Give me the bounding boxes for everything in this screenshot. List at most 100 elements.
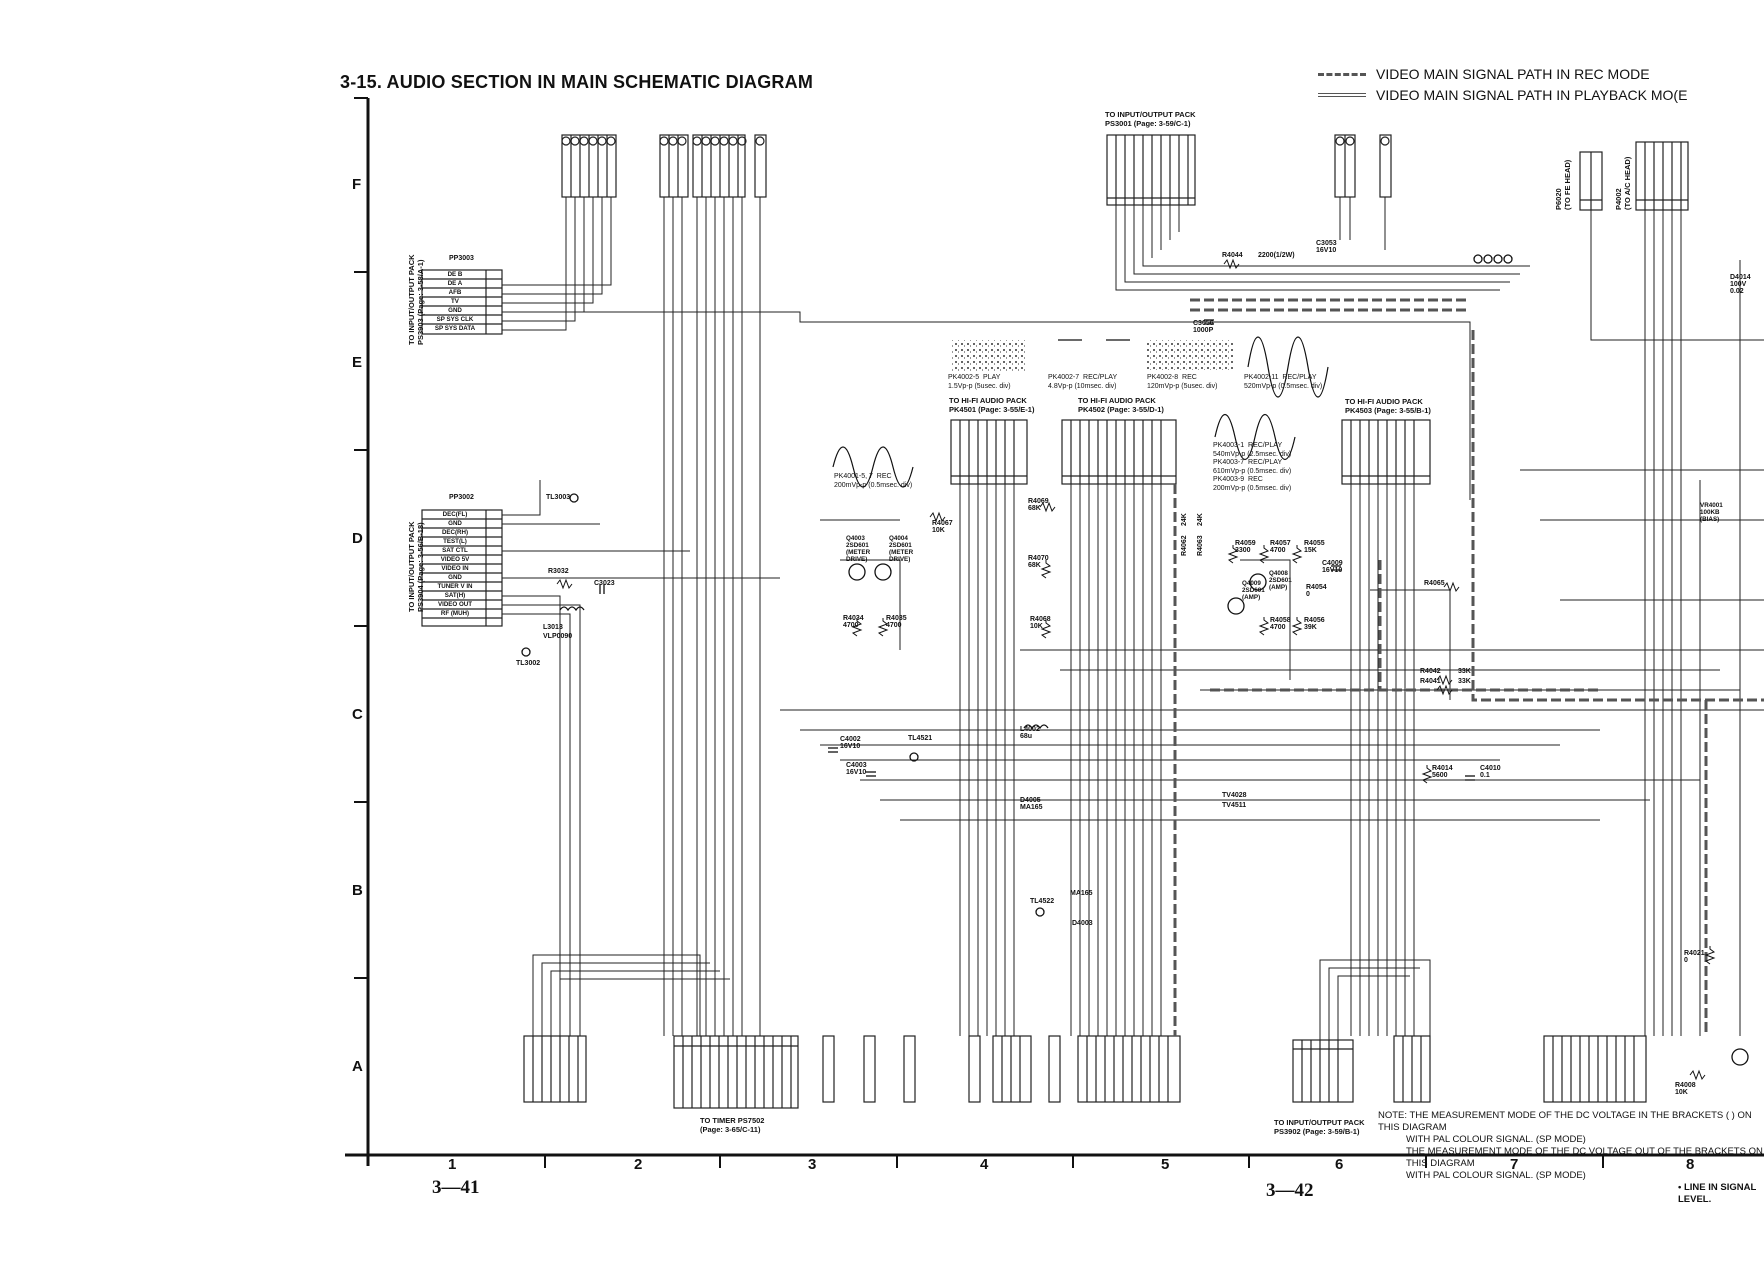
ps3001-label: TO INPUT/OUTPUT PACK — [1105, 110, 1196, 119]
row-label-a: A — [352, 1058, 363, 1075]
pin-sat-h: SAT(H) — [444, 592, 466, 599]
playback-path-swatch — [1318, 93, 1366, 97]
pk4502-pack-label: TO HI-FI AUDIO PACK PK4502 (Page: 3-55/D… — [1078, 396, 1164, 414]
ma165-label: MA165 — [1070, 890, 1093, 897]
column-label-6: 6 — [1335, 1156, 1344, 1173]
row-label-e: E — [352, 354, 363, 371]
connector-top-5 — [1334, 134, 1356, 198]
connector-top-1 — [561, 134, 617, 198]
d4014-label: D4014 100V 0.02 — [1730, 274, 1751, 295]
connector-ps3001 — [1106, 134, 1196, 206]
r3032-label: R3032 — [548, 568, 569, 575]
pin-tuner-v-in: TUNER V IN — [437, 583, 473, 590]
q4009-label: Q4009 2SD601 (AMP) — [1242, 580, 1265, 601]
measurement-note: NOTE: THE MEASUREMENT MODE OF THE DC VOL… — [1378, 1110, 1764, 1206]
connector-top-3 — [692, 134, 747, 198]
c4003-label: C4003 16V10 — [846, 762, 867, 776]
ps7502-page: (Page: 3-65/C-11) — [700, 1125, 761, 1134]
ps3001-pack-label: TO INPUT/OUTPUT PACK PS3001 (Page: 3-59/… — [1105, 110, 1196, 128]
note-line-5: • LINE IN SIGNAL LEVEL. — [1678, 1182, 1757, 1205]
column-label-5: 5 — [1161, 1156, 1170, 1173]
transistors — [848, 563, 1749, 1066]
row-label-d: D — [352, 530, 363, 547]
pp3003-pack-label: TO INPUT/OUTPUT PACK PS3903 (Page: 3-58/… — [407, 254, 425, 345]
fe-head-name: P6020 — [1554, 188, 1563, 210]
capacitors — [521, 254, 1513, 917]
legend-rec: VIDEO MAIN SIGNAL PATH IN REC MODE — [1318, 66, 1650, 82]
pin-gnd: GND — [448, 307, 462, 314]
pp3002-pack-label: TO INPUT/OUTPUT PACK PS3904 (Page: 3-56/… — [407, 521, 425, 612]
c3053-label: C3053 16V10 — [1316, 240, 1337, 254]
note-line-1: NOTE: THE MEASUREMENT MODE OF THE DC VOL… — [1378, 1110, 1752, 1133]
r4056-label: R4056 39K — [1304, 617, 1325, 631]
q4009-symbol — [1249, 573, 1267, 591]
page-title: 3-15. AUDIO SECTION IN MAIN SCHEMATIC DI… — [340, 72, 814, 92]
vr4001-label: VR4001 100KB (BIAS) — [1700, 502, 1723, 523]
r4057-label: R4057 4700 — [1270, 540, 1291, 554]
pin-gnd-2: GND — [448, 574, 462, 581]
q4003-symbol — [848, 563, 866, 581]
pin-video-out: VIDEO OUT — [437, 601, 473, 608]
tl3003-label: TL3003 — [546, 494, 571, 501]
r4070-label: R4070 68K — [1028, 555, 1049, 569]
q4004-label: Q4004 2SD601 (METER DRIVE) — [889, 535, 914, 563]
wiring — [502, 197, 1764, 1040]
c3056-label: C3056 1000P — [1193, 320, 1214, 334]
r4008-label: R4008 10K — [1675, 1082, 1696, 1096]
q4008-symbol — [1227, 597, 1245, 615]
r4054-label: R4054 0 — [1306, 584, 1327, 598]
connector-top-2 — [659, 134, 689, 198]
row-label-b: B — [352, 882, 363, 899]
r4059-label: R4059 3300 — [1235, 540, 1256, 554]
r4044-label: R4044 — [1222, 252, 1243, 259]
pin-de-b: DE B — [447, 271, 463, 278]
r4042-label: R4042 — [1420, 668, 1441, 675]
signal-paths — [1173, 298, 1764, 1036]
tv4511-label: TV4511 — [1222, 802, 1247, 809]
ps3902-label: TO INPUT/OUTPUT PACK — [1274, 1118, 1365, 1127]
pp3003-label: TO INPUT/OUTPUT PACK — [407, 254, 416, 345]
pp3002-name: PP3002 — [449, 494, 474, 501]
column-label-3: 3 — [808, 1156, 817, 1173]
connector-top-4 — [754, 134, 767, 198]
pp3002-label: TO INPUT/OUTPUT PACK — [407, 521, 416, 612]
waveform-caption-5: PK4001-5, 7 REC 200mVp-p (0.5msec. div) — [834, 473, 913, 489]
note-line-2: WITH PAL COLOUR SIGNAL. (SP MODE) — [1406, 1134, 1586, 1145]
r4062-label: R4062 — [1181, 535, 1188, 556]
tl4522-point — [1035, 907, 1045, 917]
ac-head-text: (TO A/C HEAD) — [1623, 156, 1632, 210]
note-line-3: THE MEASUREMENT MODE OF THE DC VOLTAGE O… — [1406, 1146, 1763, 1169]
page-number-right: 3—42 — [1266, 1180, 1314, 1201]
r4063-label: R4063 — [1197, 535, 1204, 556]
hifi-connectors — [950, 419, 1431, 485]
r4055-label: R4055 15K — [1304, 540, 1325, 554]
column-label-2: 2 — [634, 1156, 643, 1173]
fe-head-text: (TO FE HEAD) — [1563, 159, 1572, 210]
pk4503-page: PK4503 (Page: 3-55/B-1) — [1345, 406, 1431, 415]
d4003-label: D4003 — [1072, 920, 1093, 927]
q-bottom-right-symbol — [1731, 1048, 1749, 1066]
pin-sp-sys-data: SP SYS DATA — [434, 325, 476, 332]
r4014-label: R4014 5600 — [1432, 765, 1453, 779]
pin-rf-muh: RF (MUH) — [440, 610, 470, 617]
ps3001-page: PS3001 (Page: 3-59/C-1) — [1105, 119, 1191, 128]
waveform-caption-2: PK4002-7 REC/PLAY 4.8Vp-p (10msec. div) — [1048, 374, 1118, 390]
r4021-label: R4021 0 — [1684, 950, 1705, 964]
l3013-label: L3013 — [543, 624, 563, 631]
connector-ac-head — [1635, 141, 1689, 211]
r4067-label: R4067 10K — [932, 520, 953, 534]
tv4028-label: TV4028 — [1222, 792, 1247, 799]
fe-head-label: P6020 (TO FE HEAD) — [1554, 160, 1572, 210]
r4063-value: 24K — [1197, 513, 1204, 526]
pin-tv: TV — [451, 298, 459, 305]
r4035-label: R4035 4700 — [886, 615, 907, 629]
c4009-label: C4009 16V10 — [1322, 560, 1343, 574]
note-line-4: WITH PAL COLOUR SIGNAL. (SP MODE) — [1406, 1170, 1586, 1181]
pin-video-5v: VIDEO 5V — [440, 556, 470, 563]
pp3003-name: PP3003 — [449, 255, 474, 262]
pin-de-a: DE A — [447, 280, 463, 287]
left-connectors — [421, 269, 503, 627]
legend-playback-label: VIDEO MAIN SIGNAL PATH IN PLAYBACK MO(E — [1376, 87, 1688, 103]
q4003-label: Q4003 2SD601 (METER DRIVE) — [846, 535, 871, 563]
